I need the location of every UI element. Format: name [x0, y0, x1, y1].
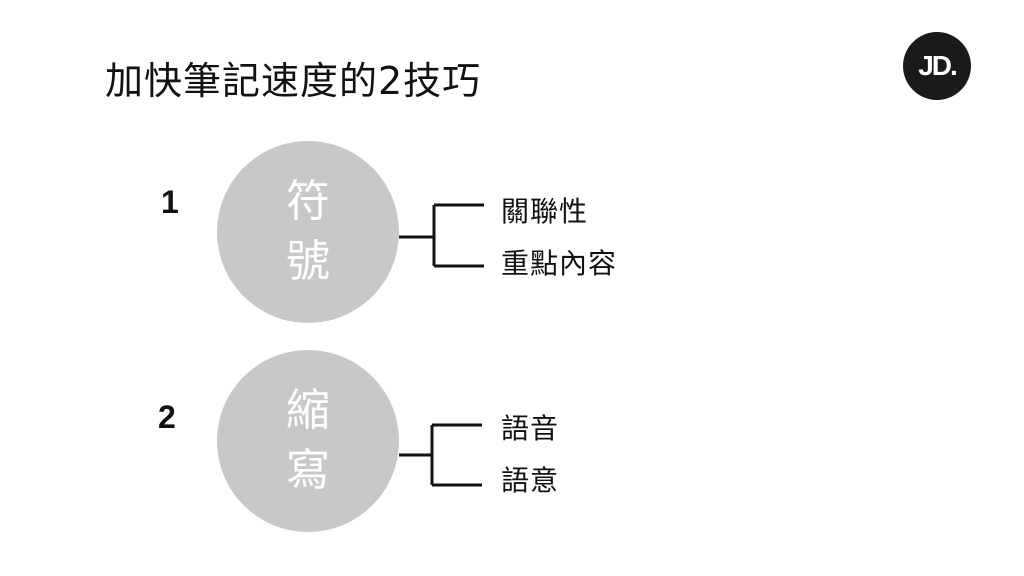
tip-1-bracket — [399, 203, 484, 268]
tip-2-circle: 縮 寫 — [217, 350, 399, 532]
tip-1-circle-char-1: 符 — [286, 176, 330, 227]
tip-2-branch-2-label: 語意 — [501, 464, 560, 497]
tip-2-circle-char-2: 寫 — [286, 445, 330, 496]
jd-logo: JD. — [903, 32, 971, 100]
tip-1-branch-2-label: 重點內容 — [501, 247, 618, 280]
tip-1-circle-char-2: 號 — [286, 236, 330, 287]
tip-2-number: 2 — [158, 399, 176, 435]
tip-1-circle: 符 號 — [217, 141, 399, 323]
tip-1-branch-1-label: 關聯性 — [501, 195, 589, 228]
slide-title: 加快筆記速度的2技巧 — [105, 59, 482, 103]
tip-2-bracket — [399, 423, 482, 487]
tip-2-branch-1-label: 語音 — [501, 412, 560, 445]
tip-1-number: 1 — [161, 184, 179, 220]
tip-2-circle-char-1: 縮 — [286, 385, 330, 436]
